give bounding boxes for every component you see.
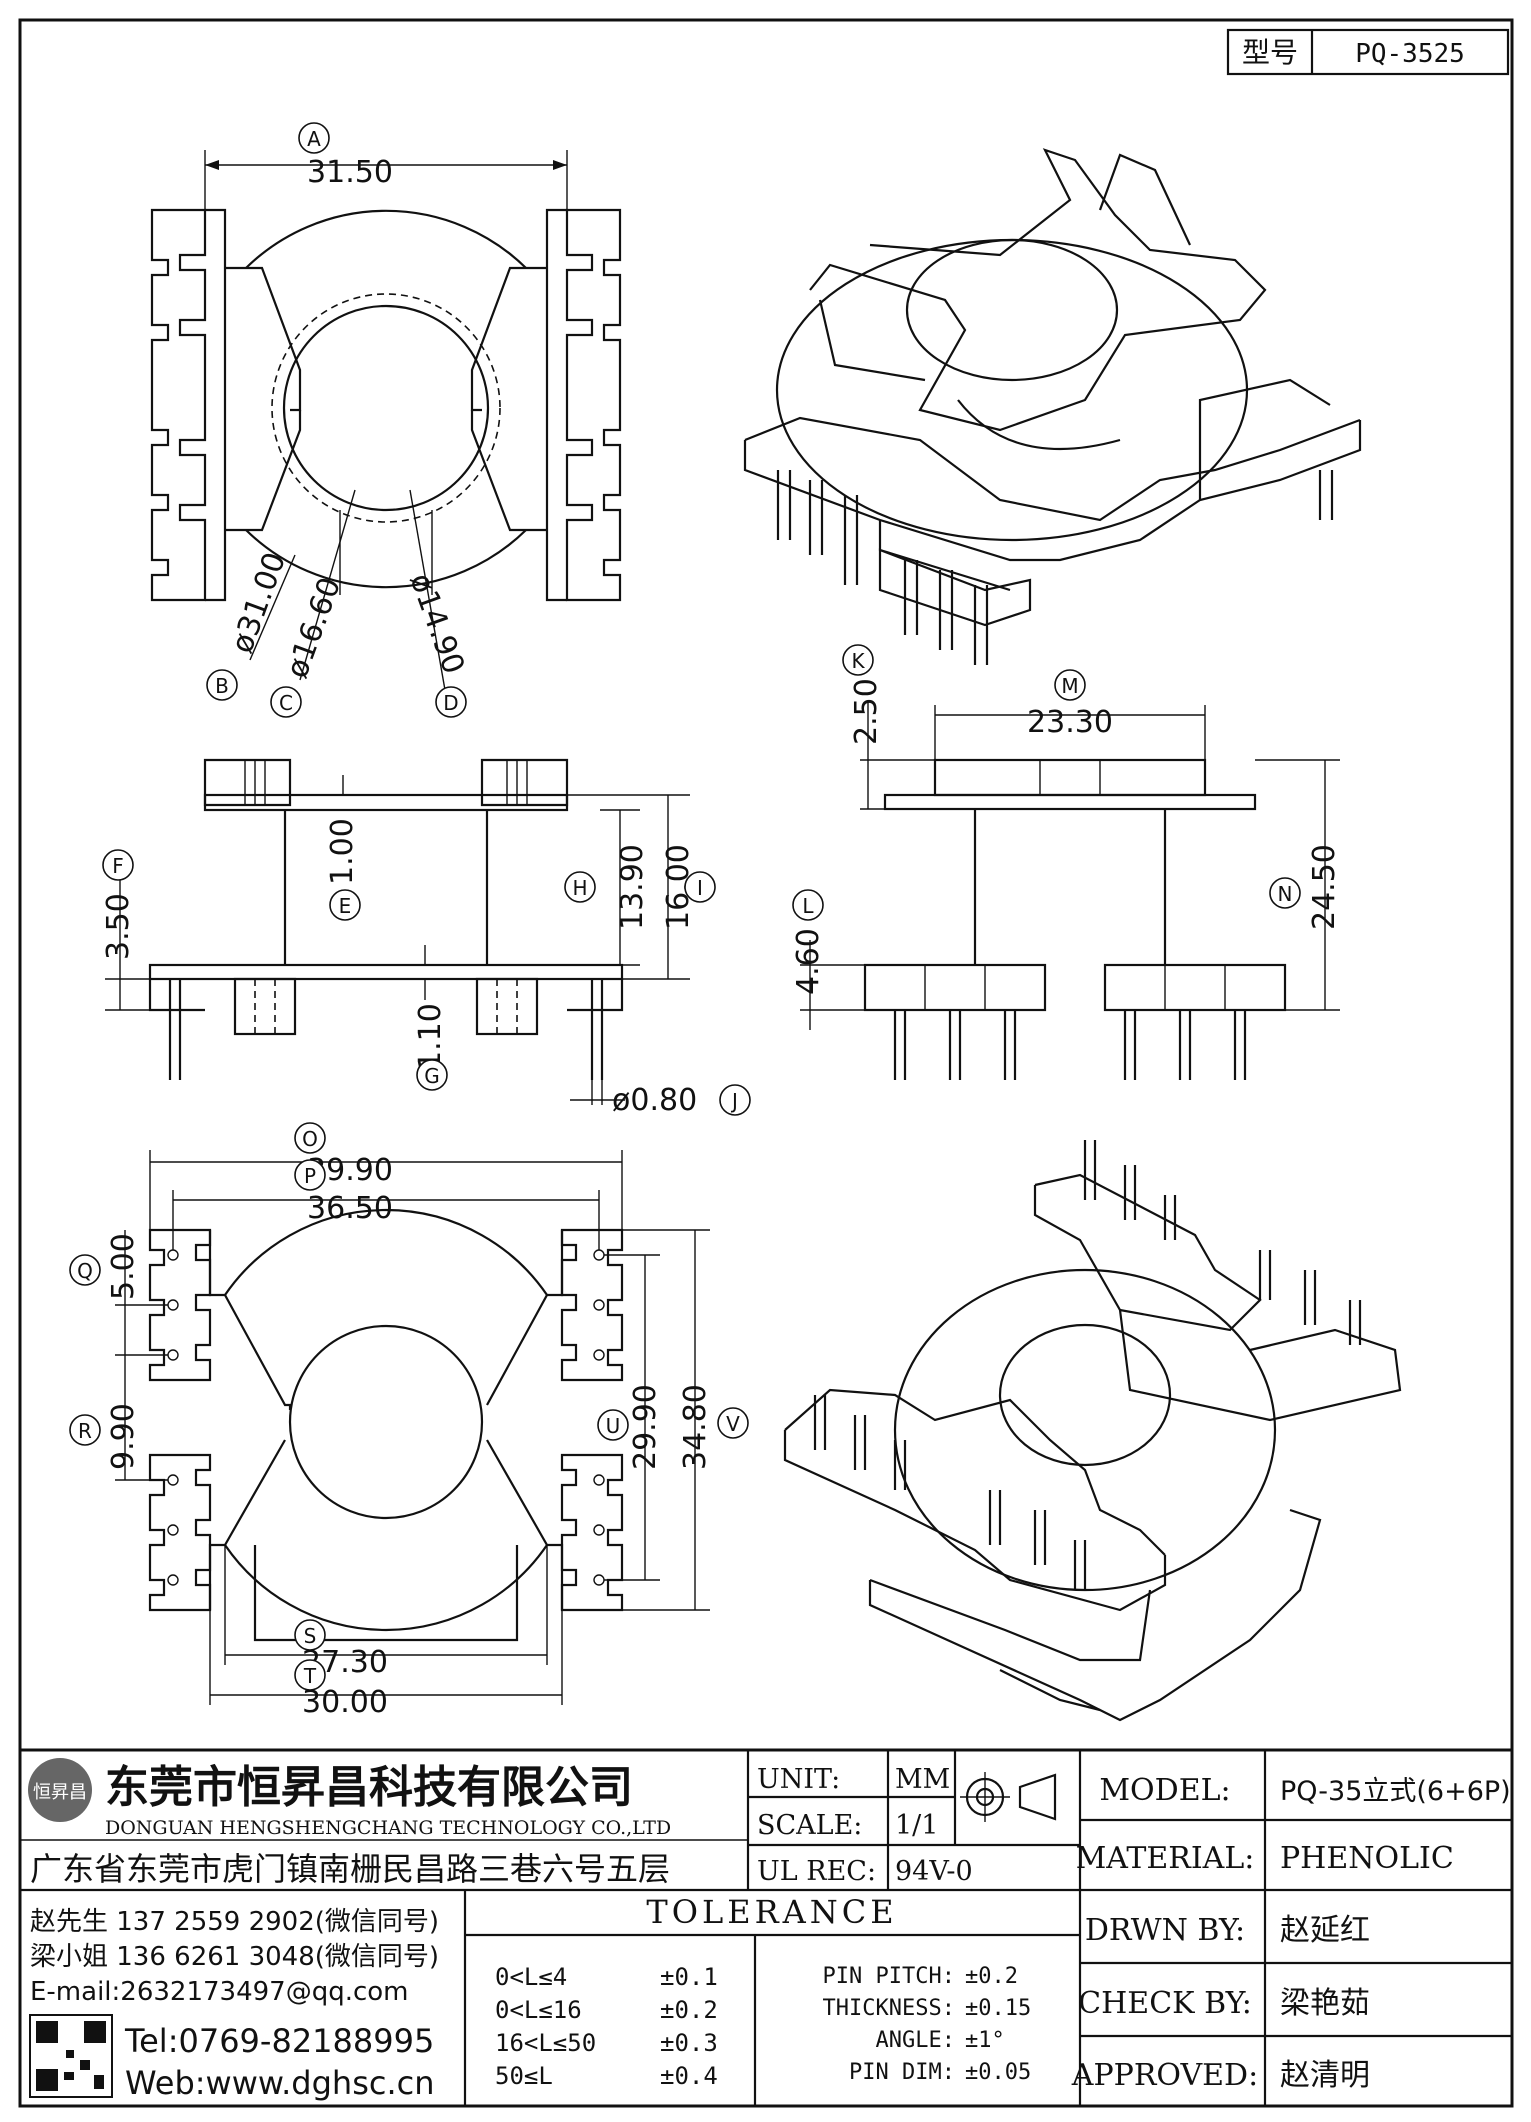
dim-k-value: 4.60	[791, 928, 826, 995]
tol-other-label-3: PIN DIM:	[849, 2060, 955, 2085]
tol-value-0: ±0.1	[660, 1963, 718, 1991]
company-name-en: DONGUAN HENGSHENGCHANG TECHNOLOGY CO.,LT…	[105, 1817, 671, 1839]
dim-c-tag: C	[279, 691, 293, 715]
model-box: 型号 PQ-3525	[1226, 28, 1510, 76]
dim-j-tag: J	[730, 1089, 738, 1113]
tolerance-title: TOLERANCE	[646, 1893, 897, 1931]
dim-k-tag: L	[802, 894, 814, 918]
dim-r-value: 9.90	[106, 1403, 141, 1470]
dim-n-tag: N	[1278, 882, 1293, 906]
dim-t-tag: T	[303, 1664, 317, 1688]
dim-a-value: 31.50	[307, 155, 393, 190]
info-label-2: DRWN BY:	[1085, 1913, 1245, 1948]
dim-h-value: 13.90	[615, 844, 650, 930]
sheet-border	[18, 18, 1514, 2108]
info-value-3: 梁艳茹	[1280, 1986, 1370, 2021]
info-value-4: 赵清明	[1280, 2058, 1370, 2093]
info-label-1: MATERIAL:	[1076, 1841, 1255, 1876]
iso-view-top	[743, 148, 1362, 665]
tol-range-2: 16<L≤50	[495, 2029, 596, 2057]
company-logo: 恒昇昌	[28, 1758, 92, 1822]
contact-3: Tel:0769-82188995	[124, 2022, 434, 2060]
bottom-view: 39.90 O 36.50 P 5.00 Q 9.90 R 29.90 U 34…	[69, 1122, 749, 1720]
iso-view-bottom	[783, 1140, 1402, 1722]
dim-b-tag: B	[215, 674, 229, 698]
tol-range-3: 50≤L	[495, 2062, 553, 2090]
dim-f-value: 3.50	[101, 893, 136, 960]
front-view: 13.90 16.00 H I 1.00 E 3.50 F 1.10 G ø0.…	[101, 758, 751, 1118]
contact-4: Web:www.dghsc.cn	[125, 2064, 435, 2102]
dim-f-tag: F	[112, 854, 124, 878]
info-label-3: CHECK BY:	[1078, 1986, 1252, 2021]
scale-value: 1/1	[895, 1810, 938, 1841]
dim-d-value: ø14.90	[402, 569, 471, 679]
dim-o-tag: O	[302, 1127, 318, 1151]
scale-label: SCALE:	[757, 1810, 862, 1841]
dim-h-tag: H	[572, 876, 587, 900]
info-label-4: APPROVED:	[1071, 2058, 1258, 2093]
dim-e-value: 1.00	[325, 818, 360, 885]
dim-t-value: 30.00	[302, 1685, 388, 1720]
ul-label: UL REC:	[757, 1856, 876, 1887]
dim-r-tag: R	[78, 1419, 92, 1443]
tol-other-value-3: ±0.05	[965, 2060, 1031, 2085]
dim-a-tag: A	[307, 127, 321, 151]
tol-other-value-1: ±0.15	[965, 1996, 1031, 2021]
tol-range-1: 0<L≤16	[495, 1996, 582, 2024]
tol-other-label-1: THICKNESS:	[823, 1996, 955, 2021]
info-value-2: 赵延红	[1280, 1913, 1370, 1948]
tol-other-value-2: ±1°	[965, 2028, 1005, 2053]
unit-value: MM	[895, 1764, 950, 1795]
dim-m-value: 23.30	[1027, 705, 1113, 740]
dim-c-value: ø16.60	[280, 573, 349, 683]
dim-i-tag: I	[697, 876, 703, 900]
dim-b-value: ø31.00	[225, 548, 294, 658]
dim-g-tag: G	[424, 1064, 440, 1088]
dim-q-value: 5.00	[106, 1233, 141, 1300]
dim-v-value: 34.80	[678, 1384, 713, 1470]
dim-g-value: 1.10	[413, 1003, 448, 1070]
dim-v-tag: V	[726, 1412, 740, 1436]
company-address: 广东省东莞市虎门镇南栅民昌路三巷六号五层	[30, 1850, 670, 1888]
unit-label: UNIT:	[757, 1764, 840, 1795]
qr-code-icon	[29, 2014, 113, 2098]
dim-n-value: 24.50	[1307, 844, 1342, 930]
dim-j-value: ø0.80	[612, 1083, 697, 1118]
svg-text:恒昇昌: 恒昇昌	[33, 1782, 87, 1803]
side-view: 23.30 M 2.50 K 24.50 N 4.60 L	[791, 644, 1342, 1080]
top-view: 31.50 A ø31.00 ø16.60 ø14.90 B C D	[150, 122, 622, 718]
model-box-value: PQ-3525	[1355, 39, 1465, 69]
model-box-label: 型号	[1242, 36, 1298, 69]
info-value-1: PHENOLIC	[1280, 1841, 1454, 1876]
tol-value-3: ±0.4	[660, 2062, 718, 2090]
dim-l-tag: K	[851, 649, 865, 673]
tol-range-0: 0<L≤4	[495, 1963, 567, 1991]
company-name-cn: 东莞市恒昇昌科技有限公司	[105, 1762, 633, 1813]
dim-u-tag: U	[606, 1414, 621, 1438]
contact-1: 梁小姐 136 6261 3048(微信同号)	[30, 1942, 439, 1972]
dim-p-value: 36.50	[307, 1191, 393, 1226]
dim-e-tag: E	[339, 894, 352, 918]
title-block: 恒昇昌 东莞市恒昇昌科技有限公司 DONGUAN HENGSHENGCHANG …	[20, 1748, 1512, 2106]
dim-p-tag: P	[304, 1164, 316, 1188]
dim-q-tag: Q	[77, 1259, 93, 1283]
tol-other-label-0: PIN PITCH:	[823, 1964, 955, 1989]
dim-d-tag: D	[443, 691, 458, 715]
contact-0: 赵先生 137 2559 2902(微信同号)	[30, 1907, 439, 1937]
dim-l-value: 2.50	[849, 678, 884, 745]
ul-value: 94V-0	[895, 1856, 973, 1887]
contact-2: E-mail:2632173497@qq.com	[30, 1977, 409, 2007]
dim-s-tag: S	[304, 1624, 317, 1648]
tol-value-1: ±0.2	[660, 1996, 718, 2024]
info-label-0: MODEL:	[1099, 1773, 1230, 1808]
tol-other-value-0: ±0.2	[965, 1964, 1018, 1989]
projection-symbol	[960, 1772, 1057, 1822]
dim-u-value: 29.90	[628, 1384, 663, 1470]
info-value-0: PQ-35立式(6+6P)	[1280, 1776, 1511, 1807]
tol-other-label-2: ANGLE:	[876, 2028, 955, 2053]
tol-value-2: ±0.3	[660, 2029, 718, 2057]
dim-m-tag: M	[1061, 674, 1078, 698]
